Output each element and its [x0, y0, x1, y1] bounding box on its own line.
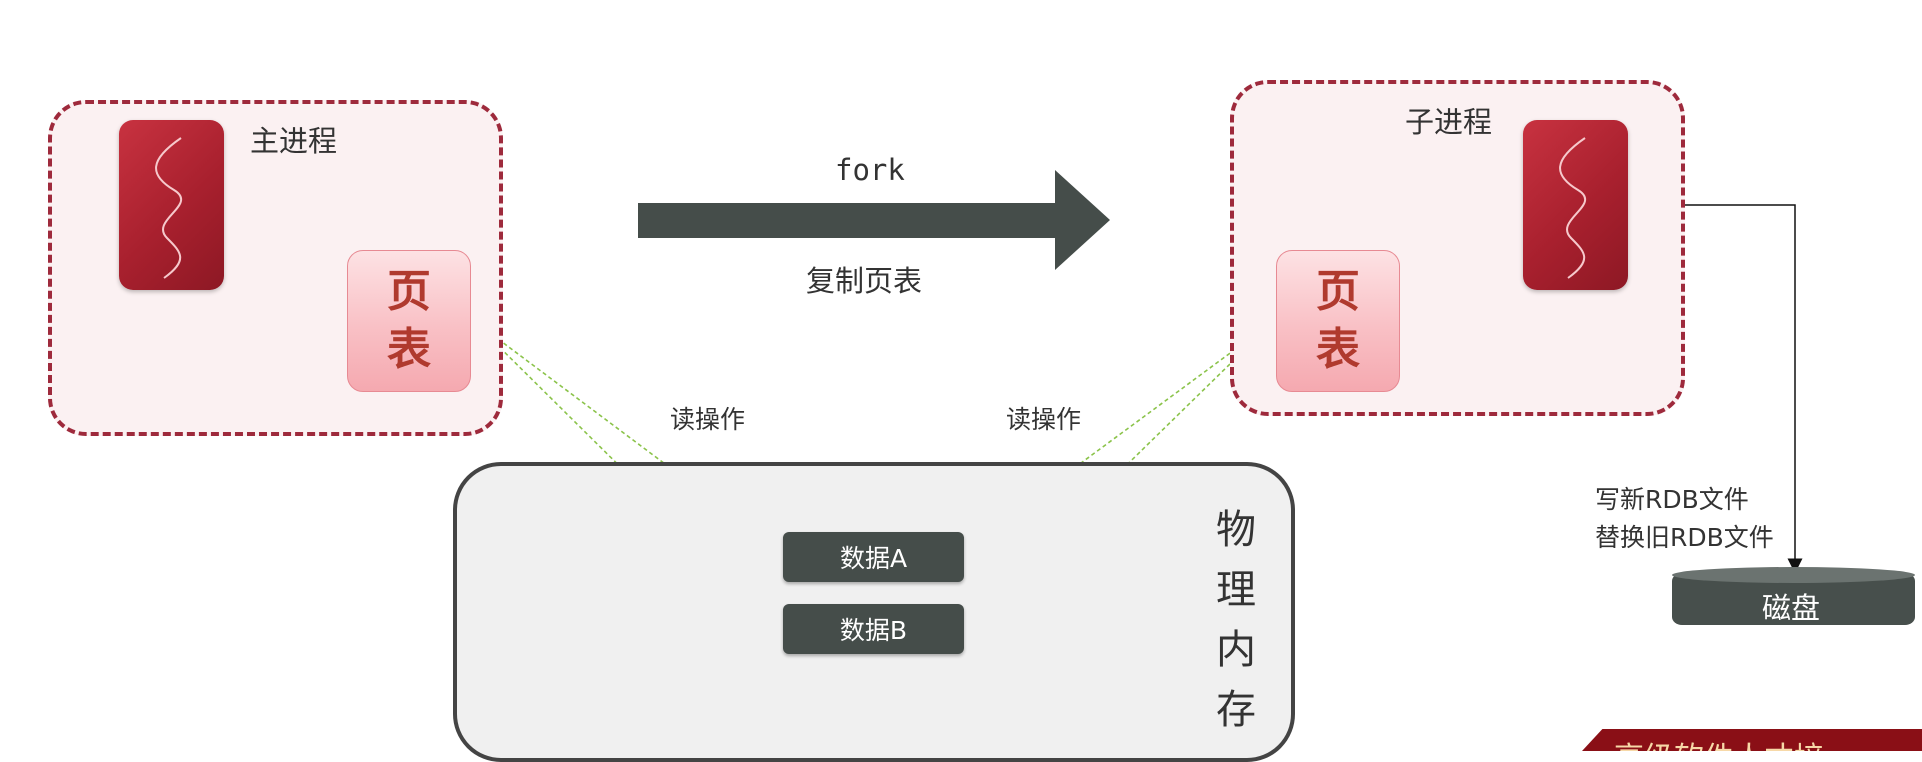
- fork-label: fork: [835, 153, 905, 187]
- fork-arrow: [638, 170, 1110, 270]
- disk-label: 磁盘: [1762, 591, 1821, 625]
- physical-memory-label: 物理内存: [1216, 507, 1256, 733]
- data-block-b: 数据B: [783, 604, 964, 654]
- corner-banner: 高级软件人才培: [1582, 729, 1922, 751]
- thread-squiggle-icon: [1559, 137, 1587, 279]
- child-page-table-label: 页表: [1315, 266, 1360, 375]
- main-page-table: 页表: [347, 250, 471, 392]
- data-block-a: 数据A: [783, 532, 964, 582]
- main-thread-icon: [119, 120, 224, 290]
- child-page-table: 页表: [1276, 250, 1400, 392]
- read-operation-label-left: 读操作: [670, 405, 746, 434]
- thread-squiggle-icon: [155, 137, 183, 279]
- main-process-label: 主进程: [250, 124, 338, 158]
- corner-banner-text: 高级软件人才培: [1614, 733, 1824, 751]
- rdb-replace-label: 替换旧RDB文件: [1595, 523, 1774, 552]
- rdb-write-label: 写新RDB文件: [1595, 485, 1749, 514]
- child-process-label: 子进程: [1405, 105, 1493, 139]
- child-thread-icon: [1523, 120, 1628, 290]
- main-page-table-label: 页表: [386, 266, 431, 375]
- disk-top-ellipse: [1672, 567, 1915, 583]
- read-operation-label-right: 读操作: [1006, 405, 1082, 434]
- copy-page-table-label: 复制页表: [806, 264, 923, 298]
